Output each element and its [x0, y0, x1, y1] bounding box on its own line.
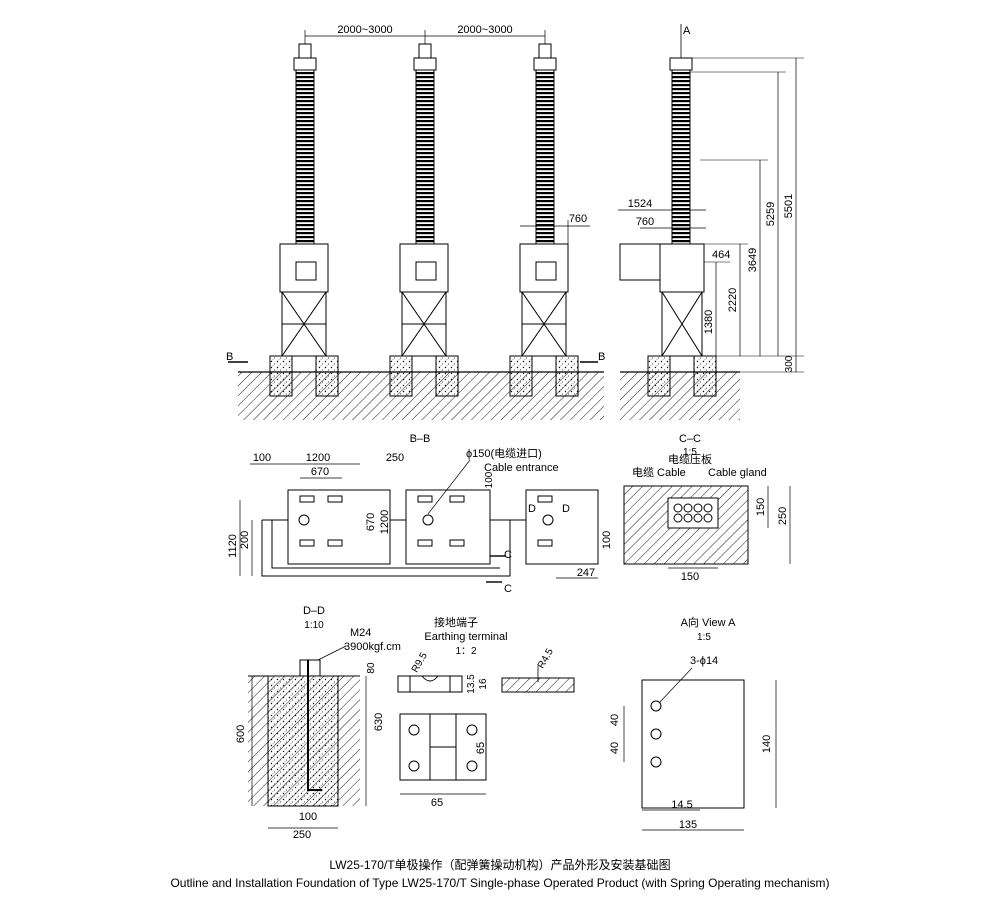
plan-label-d1: D [528, 503, 536, 515]
side-dim-464: 464 [712, 249, 730, 261]
viewa-dim-135: 135 [679, 819, 697, 831]
plan-dim-100c: 100 [601, 531, 613, 549]
foundation-plan-bb: B–B 100 1200 670 250 ϕ150(电缆进口) Cable en… [227, 433, 613, 595]
viewa-dim-40b: 40 [609, 742, 621, 754]
plan-label-d2: D [562, 503, 570, 515]
plan-dim-100b: 100 [484, 471, 495, 488]
dd-dim-100: 100 [299, 811, 317, 823]
view-a-detail: A向 View A 1:5 3-ϕ14 40 40 140 14.5 135 [609, 615, 777, 831]
dd-bolt: M24 [350, 627, 371, 639]
side-dim-5259: 5259 [765, 202, 777, 226]
dd-force: 3900kgf.cm [344, 641, 401, 653]
cable-entrance-cn: ϕ150(电缆进口) [466, 447, 542, 460]
side-elevation-view: A 1524 760 464 1380 2220 3649 5259 5501 … [618, 24, 804, 420]
plan-dim-250: 250 [386, 452, 404, 464]
dd-dim-250: 250 [293, 829, 311, 841]
plan-dim-247: 247 [577, 567, 595, 579]
plan-dim-100: 100 [253, 452, 271, 464]
cc-dim-150v: 150 [755, 498, 767, 516]
side-dim-3649: 3649 [747, 248, 759, 272]
viewa-scale: 1:5 [697, 632, 711, 643]
plan-dim-1200: 1200 [306, 452, 330, 464]
cc-gland-en: Cable gland [708, 467, 767, 479]
earthing-terminal-detail: 接地端子 Earthing terminal 1：2 R9.5 13.5 16 … [397, 616, 575, 809]
cable-entrance-en: Cable entrance [484, 462, 559, 474]
earth-r95: R9.5 [410, 650, 430, 674]
dd-title: D–D [303, 605, 325, 617]
cc-title: C–C [679, 433, 701, 445]
section-b-right: B [598, 351, 605, 363]
side-dim-5501: 5501 [783, 194, 795, 218]
pole-3 [509, 43, 579, 397]
side-dim-1380: 1380 [703, 310, 715, 334]
dd-scale: 1:10 [304, 620, 324, 631]
viewa-title: A向 View A [681, 615, 736, 629]
cc-scale: 1:5 [683, 447, 697, 458]
viewa-dim-140: 140 [761, 735, 773, 753]
dd-dim-630: 630 [373, 713, 385, 731]
side-dim-2220: 2220 [727, 288, 739, 312]
plan-dim-200: 200 [239, 531, 251, 549]
viewa-holes: 3-ϕ14 [690, 655, 718, 667]
cc-dim-150h: 150 [681, 571, 699, 583]
plan-label-c1: C [504, 549, 512, 561]
section-dd: D–D 1:10 M24 3900kgf.cm 80 600 630 100 2… [235, 605, 401, 841]
plan-dim-670: 670 [311, 466, 329, 478]
earth-dim-135: 13.5 [466, 674, 477, 694]
earth-scale: 1：2 [455, 646, 477, 657]
earth-title-cn: 接地端子 [434, 616, 478, 629]
earth-r45: R4.5 [536, 646, 556, 670]
cc-gland-cn: 电缆压板 [668, 452, 712, 466]
section-b-left: B [226, 351, 233, 363]
plan-dim-670v: 670 [365, 513, 377, 531]
dd-dim-600: 600 [235, 725, 247, 743]
cc-cable: 电缆 Cable [632, 466, 686, 479]
earth-dim-65v: 65 [475, 742, 487, 754]
plan-dim-1120: 1120 [227, 534, 239, 558]
front-spacing-1: 2000~3000 [337, 24, 392, 36]
caption-english: Outline and Installation Foundation of T… [170, 876, 830, 890]
view-arrow-a: A [683, 25, 691, 37]
pole-1 [269, 43, 339, 397]
earth-dim-16: 16 [478, 678, 489, 690]
viewa-dim-145: 14.5 [671, 799, 692, 811]
caption-chinese: LW25-170/T单极操作（配弹簧操动机构）产品外形及安装基础图 [329, 858, 671, 872]
earth-title-en: Earthing terminal [424, 631, 507, 643]
earth-dim-65h: 65 [431, 797, 443, 809]
front-spacing-2: 2000~3000 [457, 24, 512, 36]
dd-dim-80: 80 [366, 662, 377, 674]
side-dim-1524: 1524 [628, 198, 652, 210]
pole-2 [389, 43, 459, 397]
plan-title: B–B [410, 433, 431, 445]
side-dim-300: 300 [784, 355, 795, 372]
cc-dim-250: 250 [777, 507, 789, 525]
front-dim-760: 760 [569, 213, 587, 225]
plan-dim-1200v: 1200 [379, 510, 391, 534]
plan-label-c2: C [504, 583, 512, 595]
side-dim-760: 760 [636, 216, 654, 228]
viewa-dim-40a: 40 [609, 714, 621, 726]
section-cc: C–C 1:5 电缆压板 Cable gland 电缆 Cable 150 25… [623, 433, 791, 583]
front-elevation-view: 2000~3000 2000~3000 760 B B [226, 24, 605, 420]
